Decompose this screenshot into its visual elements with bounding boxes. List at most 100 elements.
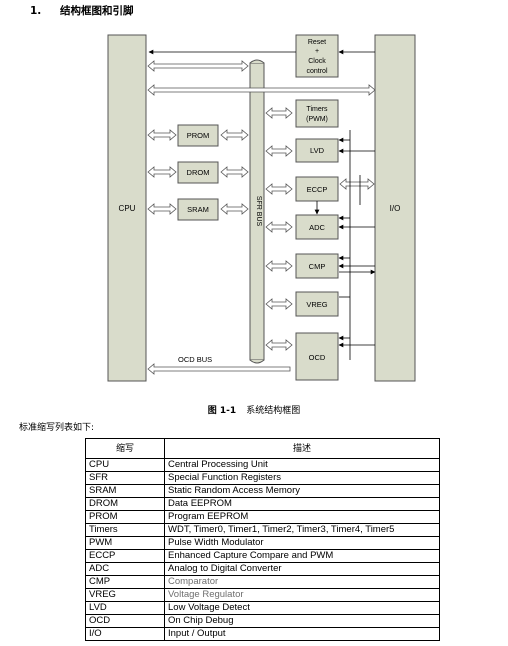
desc-cell: WDT, Timer0, Timer1, Timer2, Timer3, Tim… xyxy=(164,523,440,537)
ocd-bus-arrow xyxy=(147,363,291,375)
prom-label: PROM xyxy=(187,131,210,140)
ocd-block xyxy=(295,332,339,381)
cmp-block xyxy=(295,253,339,279)
lvd-label: LVD xyxy=(310,146,325,155)
abbr-cell: SRAM xyxy=(85,484,165,498)
sfr-adc-arrow xyxy=(265,221,293,233)
desc-cell: Static Random Access Memory xyxy=(164,484,440,498)
figure-caption: 图 1-1 系统结构框图 xyxy=(0,403,508,416)
bus-arrows xyxy=(147,60,376,375)
cpu-sram-arrow xyxy=(147,203,177,215)
vreg-block xyxy=(295,291,339,317)
ocd-bus-label: OCD BUS xyxy=(178,355,212,364)
desc-cell: Analog to Digital Converter xyxy=(164,562,440,576)
reset-label-line-2: + xyxy=(315,48,319,55)
cpu-sfr-bus-arrow xyxy=(147,60,249,72)
eccp-label: ECCP xyxy=(307,185,328,194)
desc-cell: Low Voltage Detect xyxy=(164,601,440,615)
desc-cell: Comparator xyxy=(164,575,440,589)
sram-sfr-arrow xyxy=(220,203,249,215)
abbr-cell: SFR xyxy=(85,471,165,485)
adc-block xyxy=(295,214,339,240)
abbr-cell: CPU xyxy=(85,458,165,472)
timers-block xyxy=(295,99,339,128)
drom-sfr-arrow xyxy=(220,166,249,178)
table-header-row: 缩写 描述 xyxy=(85,438,440,459)
abbreviation-intro: 标准缩写列表如下: xyxy=(19,423,95,433)
cpu-block xyxy=(107,34,147,382)
desc-cell: On Chip Debug xyxy=(164,614,440,628)
sfr-lvd-arrow xyxy=(265,145,293,157)
io-label: I/O xyxy=(390,204,401,213)
section-title: 结构框图和引脚 xyxy=(60,5,134,17)
desc-cell: Program EEPROM xyxy=(164,510,440,524)
drom-label: DROM xyxy=(187,168,210,177)
reset-clock-block xyxy=(295,34,339,78)
abbr-cell: DROM xyxy=(85,497,165,511)
cpu-drom-arrow xyxy=(147,166,177,178)
abbr-cell: OCD xyxy=(85,614,165,628)
abbr-cell: I/O xyxy=(85,627,165,641)
prom-block xyxy=(177,124,219,147)
block-diagram: CPU I/O SFR BUS OCD BUS Reset + Clock co… xyxy=(107,34,416,382)
desc-cell: Enhanced Capture Compare and PWM xyxy=(164,549,440,563)
desc-cell: Voltage Regulator xyxy=(164,588,440,602)
abbr-cell: Timers xyxy=(85,523,165,537)
desc-cell: Pulse Width Modulator xyxy=(164,536,440,550)
signal-lines xyxy=(148,49,376,360)
timers-label-line-2: (PWM) xyxy=(306,116,328,123)
figure-title: 系统结构框图 xyxy=(246,406,301,416)
eccp-io-arrow xyxy=(339,178,375,190)
cpu-label: CPU xyxy=(119,204,136,213)
desc-cell: Input / Output xyxy=(164,627,440,641)
lvd-block xyxy=(295,138,339,163)
desc-cell: Central Processing Unit xyxy=(164,458,440,472)
ocd-label: OCD xyxy=(309,353,326,362)
reset-label-line-1: Reset xyxy=(308,39,326,46)
abbr-cell: PWM xyxy=(85,536,165,550)
drom-block xyxy=(177,161,219,184)
io-block xyxy=(374,34,416,382)
prom-sfr-arrow xyxy=(220,129,249,141)
sfr-eccp-arrow xyxy=(265,183,293,195)
figure-number: 图 1-1 xyxy=(207,406,237,416)
desc-cell: Data EEPROM xyxy=(164,497,440,511)
abbr-cell: ADC xyxy=(85,562,165,576)
abbr-cell: LVD xyxy=(85,601,165,615)
sfr-timers-arrow xyxy=(265,107,293,119)
timers-label-line-1: Timers xyxy=(306,106,328,113)
vreg-label: VREG xyxy=(306,300,327,309)
desc-cell: Special Function Registers xyxy=(164,471,440,485)
reset-label-line-3: Clock xyxy=(308,58,326,65)
sfr-vreg-arrow xyxy=(265,298,293,310)
sfr-ocd-arrow xyxy=(265,339,293,351)
cpu-prom-arrow xyxy=(147,129,177,141)
abbr-cell: CMP xyxy=(85,575,165,589)
cpu-io-bus-arrow xyxy=(147,84,376,96)
section-number: 1. xyxy=(30,5,42,17)
sfr-bus-label: SFR BUS xyxy=(255,196,262,227)
section-heading: 1. 结构框图和引脚 xyxy=(30,3,134,18)
header-description: 描述 xyxy=(164,438,440,459)
adc-label: ADC xyxy=(309,223,325,232)
header-abbreviation: 缩写 xyxy=(85,438,165,459)
sram-label: SRAM xyxy=(187,205,209,214)
sfr-cmp-arrow xyxy=(265,260,293,272)
abbr-cell: PROM xyxy=(85,510,165,524)
abbr-cell: VREG xyxy=(85,588,165,602)
reset-label-line-4: control xyxy=(306,68,327,75)
abbr-cell: ECCP xyxy=(85,549,165,563)
